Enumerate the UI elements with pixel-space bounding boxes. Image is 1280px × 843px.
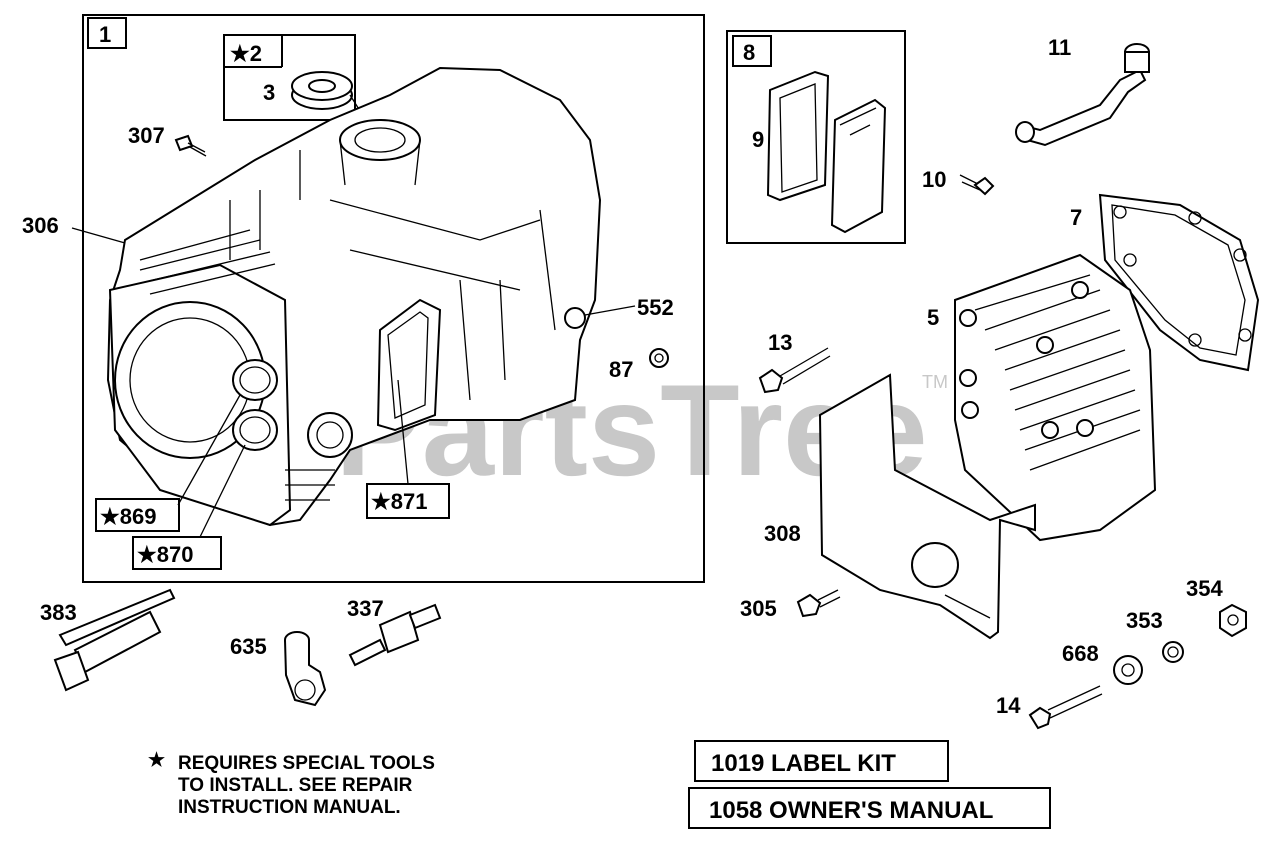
lockwasher-353-part [1162, 641, 1184, 663]
boot-635-part [284, 631, 327, 707]
callout-871: ★871 [371, 489, 427, 514]
gasket-9-part [766, 70, 830, 202]
callout-305: 305 [740, 596, 777, 621]
seal-ring-part [291, 71, 353, 110]
owners-manual-text: 1058 OWNER'S MANUAL [709, 797, 993, 824]
callout-7: 7 [1070, 205, 1082, 230]
screw-305-part [796, 589, 841, 618]
group-2-frame [223, 34, 356, 121]
callout-307: 307 [128, 123, 165, 148]
group-8-tag [732, 35, 772, 67]
callout-870: ★870 [137, 542, 193, 567]
note-line-2: TO INSTALL. SEE REPAIR [178, 775, 413, 796]
bolt-13-part [758, 347, 831, 394]
group-8-label: 8 [743, 40, 755, 65]
group-1-label: 1 [99, 22, 111, 47]
callout-552: 552 [637, 295, 674, 320]
washer-87-part [649, 348, 669, 368]
label-kit-text: 1019 LABEL KIT [711, 750, 896, 777]
breather-tube-11-part [1015, 43, 1150, 147]
callout-354: 354 [1186, 576, 1223, 601]
callout-337: 337 [347, 596, 384, 621]
note-line-3: INSTRUCTION MANUAL. [178, 797, 401, 818]
callout-668: 668 [1062, 641, 1099, 666]
nut-354-part [1219, 603, 1247, 638]
note-star: ★ [148, 750, 165, 771]
stud-14-part [1028, 685, 1103, 730]
callout-635: 635 [230, 634, 267, 659]
group-1-tag [87, 17, 127, 49]
bolt-10-part [959, 174, 995, 196]
callout-5: 5 [927, 305, 939, 330]
callout-14: 14 [996, 693, 1021, 718]
callout-13: 13 [768, 330, 792, 355]
group-1-frame [82, 14, 705, 583]
callout-383: 383 [40, 600, 77, 625]
callout-3: 3 [263, 80, 275, 105]
group-2-label: ★2 [230, 41, 262, 66]
head-gasket-7-part [1098, 193, 1260, 372]
group-8-frame [726, 30, 906, 244]
bolt-307-part [174, 134, 207, 157]
owners-manual-box [688, 787, 1051, 829]
callout-870-box [132, 536, 222, 570]
cylinder-head-5-part [954, 253, 1157, 542]
callout-10: 10 [922, 167, 946, 192]
callout-306: 306 [22, 213, 59, 238]
callout-869-box [95, 498, 180, 532]
callout-9: 9 [752, 127, 764, 152]
label-kit-box [694, 740, 949, 782]
callout-353: 353 [1126, 608, 1163, 633]
tool-383-part [53, 588, 176, 692]
watermark-tm: TM [922, 372, 948, 392]
spark-plug-337-part [348, 603, 442, 667]
callout-308: 308 [764, 521, 801, 546]
air-guide-308-part [818, 373, 1036, 640]
callout-87: 87 [609, 357, 633, 382]
callout-869: ★869 [100, 504, 156, 529]
washer-668-part [1113, 655, 1143, 685]
note-line-1: REQUIRES SPECIAL TOOLS [178, 753, 435, 774]
breather-8-part [830, 98, 887, 234]
callout-11: 11 [1048, 35, 1071, 60]
